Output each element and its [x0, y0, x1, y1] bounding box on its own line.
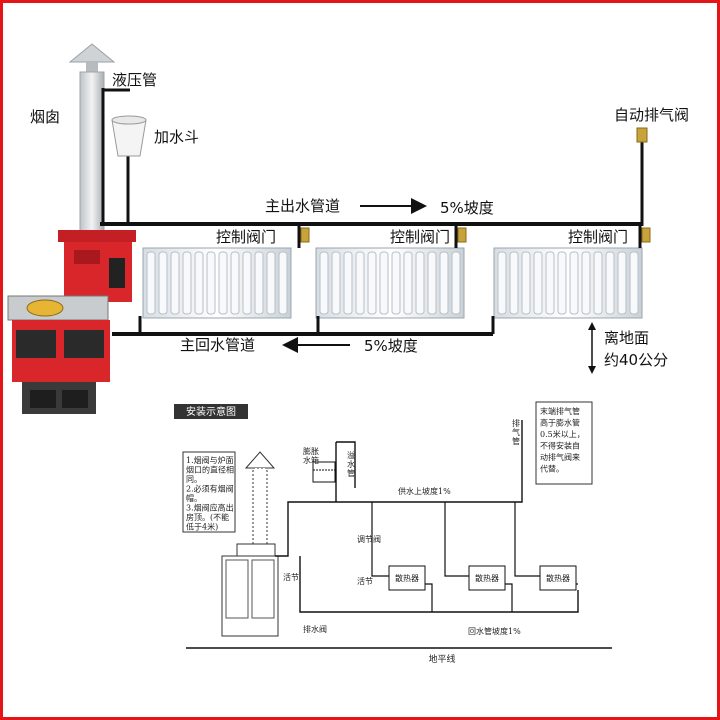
height-label-1: 离地面: [604, 329, 649, 347]
overflow-pipe-label: 溢水管: [347, 450, 355, 478]
noteLeft-line: 1.烟阀与炉面: [186, 455, 234, 465]
chimney-label: 烟囱: [30, 108, 60, 126]
noteLeft-line: 帽。: [186, 493, 202, 503]
ground-line-label: 地平线: [428, 653, 455, 665]
water-funnel: [111, 115, 147, 157]
height-arrow: [588, 322, 596, 374]
hydraulic-pipe: [101, 88, 130, 225]
supply-pipe: [100, 127, 648, 226]
control-valve-icon: [300, 227, 310, 243]
radiator-3: [493, 224, 651, 319]
noteRight-line: 不得安装自: [540, 441, 580, 451]
radiators: [142, 224, 651, 319]
auto-vent-label: 自动排气阀: [614, 106, 689, 124]
supply-slope-label: 5%坡度: [440, 199, 494, 217]
hydraulic-pipe-label: 液压管: [112, 71, 157, 89]
noteRight-line: 动排气阀来: [540, 452, 580, 462]
auto-vent-valve-icon: [636, 127, 648, 143]
vent-pipe-label: 排气管: [512, 418, 520, 446]
radiator-2: [315, 224, 467, 319]
noteLeft-line: 同。: [186, 475, 202, 484]
radiator-label-2: 散热器: [475, 573, 499, 583]
noteLeft-line: 低于4米): [186, 522, 218, 532]
noteRight-line: 0.5米以上，: [540, 429, 585, 439]
drain-valve-label: 排水阀: [303, 624, 327, 634]
schematic-title: 安装示意图: [186, 405, 236, 418]
noteLeft-line: 3.烟阀应高出: [186, 503, 234, 513]
noteLeft-line: 房顶。(不能: [186, 512, 229, 522]
return-slope-label: 5%坡度: [364, 337, 418, 355]
note-right-box: [535, 401, 593, 485]
noteRight-line: 代替。: [540, 464, 564, 474]
live-joint-label-b: 活节: [357, 576, 373, 586]
control-valve-label-2: 控制阀门: [390, 228, 450, 246]
radiator-label-1: 散热器: [395, 573, 419, 583]
return-pipe: [112, 316, 495, 336]
control-valve-icon: [457, 227, 467, 243]
tankText-line: 膨胀: [303, 446, 319, 456]
ventText-line: 排: [512, 418, 520, 428]
installation-schematic: 安装示意图 1.烟阀与炉面烟口的直径相同。2.必须有烟阀帽。3.烟阀应高出房顶。…: [174, 401, 612, 665]
tankText-line: 水箱: [303, 455, 319, 465]
ventText-line: 管: [512, 436, 520, 446]
radiator-1: [142, 224, 310, 319]
note-left-text: 1.烟阀与炉面烟口的直径相同。2.必须有烟阀帽。3.烟阀应高出房顶。(不能低于4…: [186, 455, 234, 532]
live-joint-label-a: 活节: [283, 572, 299, 582]
noteRight-line: 末端排气管: [540, 406, 580, 416]
height-label-2: 约40公分: [604, 351, 668, 369]
control-valve-label-3: 控制阀门: [568, 228, 628, 246]
return-slope-schematic-label: 回水管坡度1%: [468, 626, 521, 636]
overflowText-line: 溢: [347, 450, 355, 460]
control-valve-icon: [641, 227, 651, 243]
supply-slope-schematic-label: 供水上坡度1%: [398, 486, 451, 496]
radiator-label-3: 散热器: [546, 573, 570, 583]
stove: [7, 230, 136, 414]
noteLeft-line: 烟口的直径相: [186, 465, 234, 475]
main-return-label: 主回水管道: [180, 336, 255, 354]
main-supply-label: 主出水管道: [265, 197, 340, 215]
noteRight-line: 高于膨水管: [540, 418, 580, 428]
overflowText-line: 管: [347, 468, 355, 478]
adjust-valve-label: 调节阀: [357, 535, 381, 544]
chimney: [68, 43, 116, 233]
control-valve-label-1: 控制阀门: [216, 228, 276, 246]
water-funnel-label: 加水斗: [154, 128, 199, 146]
note-left-box: [182, 451, 236, 533]
overflowText-line: 水: [347, 459, 355, 469]
noteLeft-line: 2.必须有烟阀: [186, 484, 234, 494]
ventText-line: 气: [512, 427, 520, 437]
